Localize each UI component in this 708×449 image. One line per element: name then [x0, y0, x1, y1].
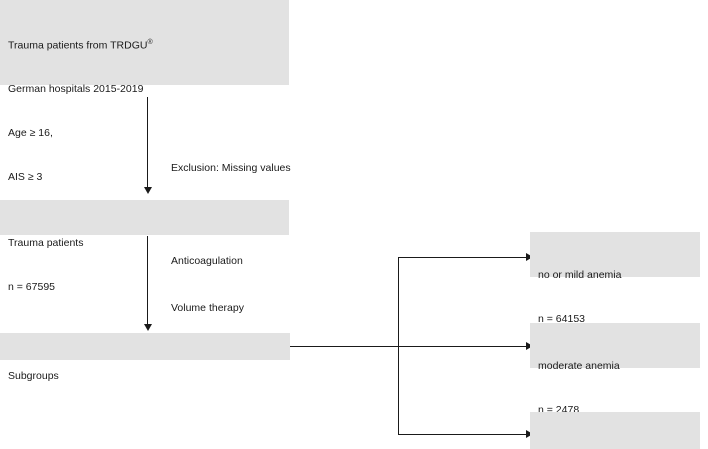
registered-trademark-icon: ® — [147, 39, 153, 47]
node-subgroups: Subgroups — [0, 333, 290, 382]
exclusion-line-1: Exclusion: Missing values — [171, 162, 291, 174]
subgroups-label: Subgroups — [8, 370, 59, 383]
no-or-mild-anemia-label: no or mild anemia — [538, 269, 622, 282]
arrowhead-trauma-to-subgroups — [144, 324, 152, 331]
source-population-line-1: Trauma patients from TRDGU® — [8, 36, 289, 53]
source-population-line-3: Age ≥ 16, — [8, 127, 53, 140]
node-no-or-mild-anemia: no or mild anemia n = 64153 — [530, 232, 700, 325]
node-severe-anemia: severe anemia n = 964 — [530, 412, 700, 449]
trauma-patients-count: n = 67595 — [8, 280, 56, 293]
node-source-population: Trauma patients from TRDGU® German hospi… — [0, 0, 289, 227]
source-population-line-2: German hospitals 2015-2019 — [8, 83, 144, 96]
arrowhead-source-to-trauma — [144, 187, 152, 194]
exclusion-line-4: Volume therapy — [171, 301, 244, 314]
connector-trauma-to-subgroups — [147, 236, 148, 326]
exclusion-line-3: Anticoagulation — [171, 255, 243, 267]
connector-trunk-to-moderate — [398, 346, 528, 347]
node-trauma-patients: Trauma patients n = 67595 — [0, 200, 289, 293]
connector-trunk-to-severe — [398, 434, 528, 435]
no-or-mild-anemia-count: n = 64153 — [538, 312, 586, 325]
moderate-anemia-label: moderate anemia — [538, 360, 620, 373]
trauma-patients-label: Trauma patients — [8, 237, 84, 250]
arrowhead-to-no-or-mild — [526, 253, 533, 261]
arrowhead-to-moderate — [526, 342, 533, 350]
connector-trunk-to-no-or-mild — [398, 257, 528, 258]
node-exclusion-criteria: Exclusion: Missing values Hb Anticoagula… — [171, 130, 291, 347]
connector-subgroups-to-trunk — [290, 346, 399, 347]
arrowhead-to-severe — [526, 430, 533, 438]
source-population-line-4: AIS ≥ 3 — [8, 171, 43, 184]
node-moderate-anemia: moderate anemia n = 2478 — [530, 323, 700, 416]
connector-source-to-trauma — [147, 97, 148, 189]
source-population-text-1: Trauma patients from TRDGU — [8, 39, 148, 52]
